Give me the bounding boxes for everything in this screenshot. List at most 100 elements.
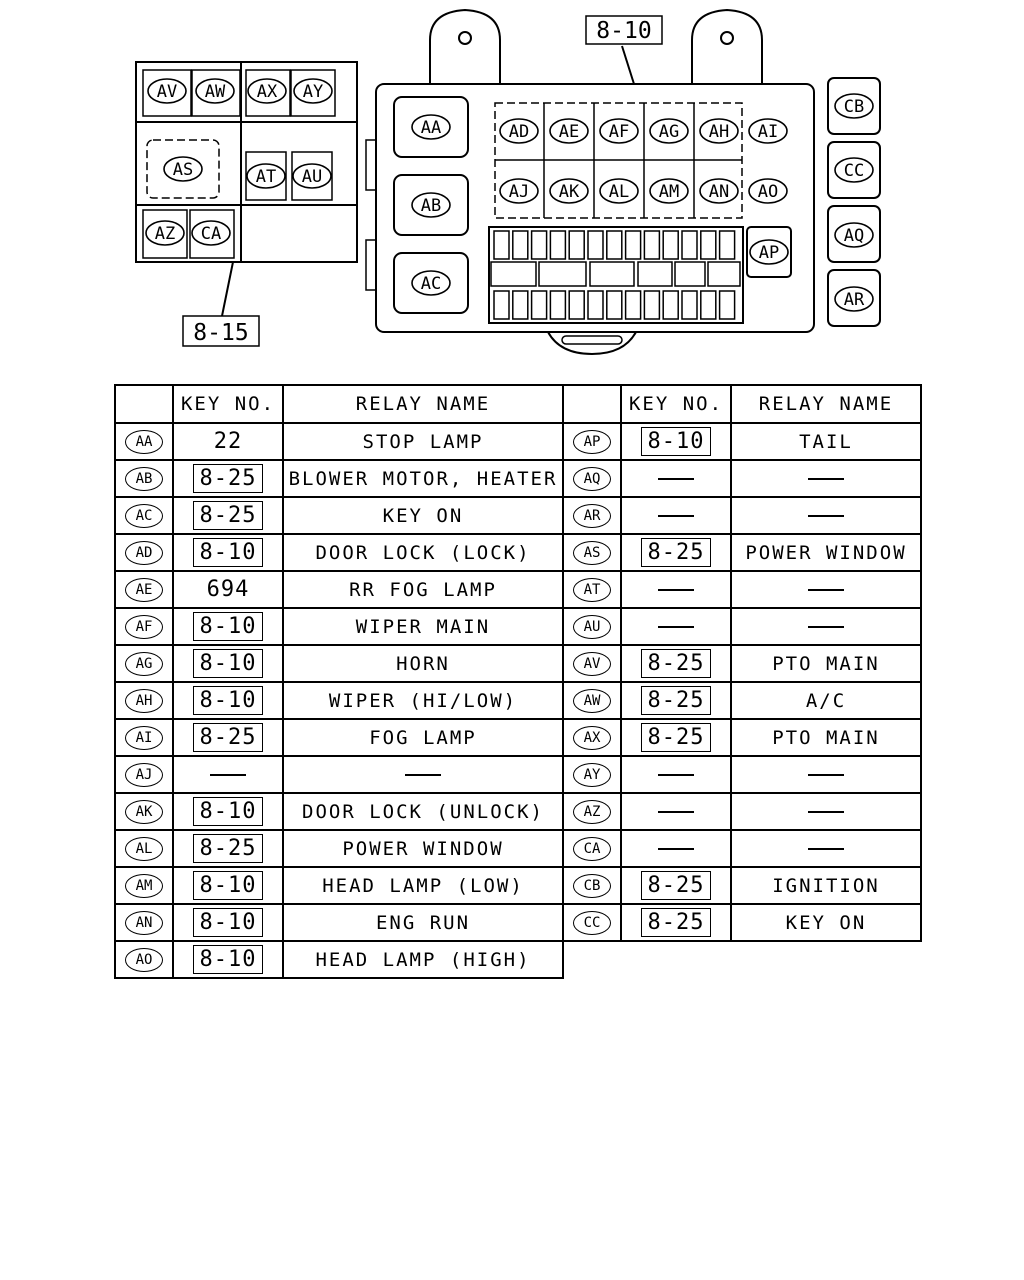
relay-key-ar: AR [573,504,611,528]
relay-id-cell: AP [562,422,622,461]
header-key-no: KEY NO. [172,384,284,424]
key-no: 8-25 [640,686,712,715]
relay-key-ap: AP [749,239,789,265]
key-no-cell [172,755,284,794]
key-no-cell [620,459,732,498]
relay-key-ah: AH [699,118,739,144]
fuse-slot [568,230,585,260]
relay-id-cell: AR [562,496,622,535]
empty-dash [658,589,694,591]
callout-8-15: 8-15 [193,320,248,346]
key-no-cell: 8-10 [172,644,284,683]
main-relay-block [375,83,815,333]
fuse-slot [549,230,567,260]
relay-key-aw: AW [573,689,611,713]
relay-key-cb: CB [573,874,611,898]
fuse-slot [530,230,548,260]
fuse-slot [589,261,635,287]
svg-text:AL: AL [609,182,629,202]
relay-name: FOG LAMP [369,726,477,749]
svg-text:AU: AU [302,167,322,187]
key-no: 8-25 [192,501,264,530]
relay-name-cell: POWER WINDOW [282,829,564,868]
relay-id-cell: AC [114,496,174,535]
svg-text:CB: CB [844,97,864,117]
key-no-cell: 8-25 [620,533,732,572]
relay-key-au: AU [292,163,332,189]
svg-text:AY: AY [303,82,323,102]
svg-text:AN: AN [709,182,729,202]
relay-key-aj: AJ [499,178,539,204]
fuse-slot [512,230,529,260]
key-no: 8-25 [192,723,264,752]
key-no-cell [620,792,732,831]
key-no-cell: 8-25 [172,496,284,535]
relay-name-cell [730,755,922,794]
relay-name: WIPER (HI/LOW) [328,689,518,712]
relay-name: KEY ON [382,504,464,527]
key-no-cell: 8-25 [620,681,732,720]
empty-dash [658,478,694,480]
fuse-slot [707,261,741,287]
key-no: 8-10 [640,427,712,456]
fuse-slot [549,290,567,320]
relay-name-cell: PTO MAIN [730,718,922,757]
relay-name-cell: FOG LAMP [282,718,564,757]
fuse-slot [662,230,679,260]
relay-key-aa: AA [125,430,163,454]
svg-text:AE: AE [559,122,579,142]
relay-id-cell: AA [114,422,174,461]
key-no: 8-10 [192,908,264,937]
svg-text:AS: AS [173,160,193,180]
fuse-slot [538,261,587,287]
empty-dash [658,811,694,813]
relay-key-az: AZ [573,800,611,824]
key-no-cell: 8-10 [172,792,284,831]
relay-id-cell: AI [114,718,174,757]
relay-id-cell: AW [562,681,622,720]
relay-key-ad: AD [499,118,539,144]
relay-name-cell: ENG RUN [282,903,564,942]
key-no: 8-10 [192,612,264,641]
relay-key-ca: CA [191,220,231,246]
relay-name: STOP LAMP [362,430,484,453]
relay-key-cb: CB [834,93,874,119]
relay-name: POWER WINDOW [745,541,907,564]
relay-name: HEAD LAMP (HIGH) [315,948,531,971]
relay-key-ay: AY [573,763,611,787]
relay-key-ap: AP [573,430,611,454]
relay-key-ac: AC [411,270,451,296]
svg-text:AD: AD [509,122,529,142]
relay-key-aa: AA [411,114,451,140]
relay-key-ax: AX [247,78,287,104]
key-no: 8-25 [640,538,712,567]
relay-key-am: AM [125,874,163,898]
key-no: 8-10 [192,945,264,974]
relay-key-ak: AK [125,800,163,824]
fuse-slot [700,230,717,260]
key-no-cell: 8-10 [172,940,284,979]
relay-key-al: AL [599,178,639,204]
key-no: 8-25 [192,834,264,863]
svg-text:AC: AC [421,274,441,294]
key-no: 8-10 [192,871,264,900]
relay-name-cell: DOOR LOCK (UNLOCK) [282,792,564,831]
key-no-cell [620,570,732,609]
empty-dash [405,774,441,776]
key-no: 694 [206,577,250,602]
relay-key-ag: AG [649,118,689,144]
relay-key-af: AF [599,118,639,144]
fuse-slot [587,230,604,260]
fuse-slot [681,230,698,260]
relay-key-ah: AH [125,689,163,713]
key-no-cell [620,829,732,868]
table-blank-area [563,941,921,978]
relay-key-aw: AW [195,78,235,104]
fuse-slot [624,290,642,320]
empty-dash [808,626,844,628]
